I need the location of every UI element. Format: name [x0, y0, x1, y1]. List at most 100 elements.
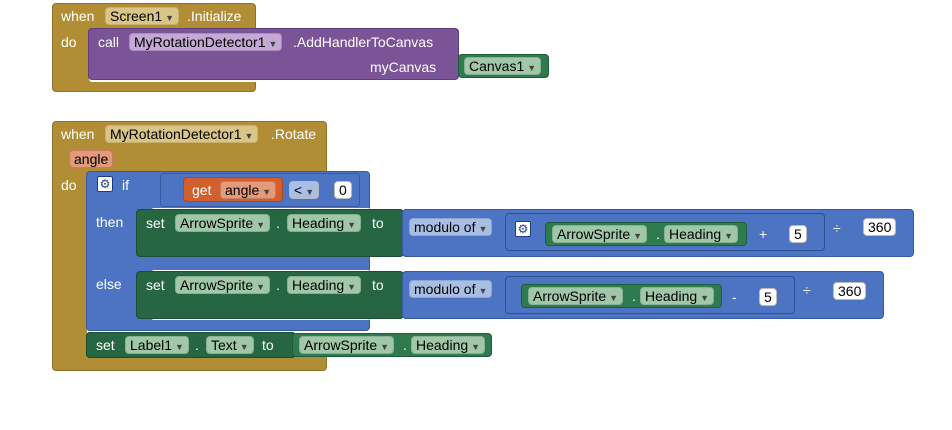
operator-name: modulo of [414, 219, 476, 235]
dropdown-arrow-icon: ▼ [471, 342, 481, 352]
property-name: Text [211, 337, 237, 353]
component-name: Label1 [130, 337, 173, 353]
number-value: 0 [339, 182, 347, 198]
component-name: MyRotationDetector1 [134, 34, 266, 50]
component-name: ArrowSprite [180, 277, 254, 293]
divide-symbol: ÷ [833, 220, 841, 236]
operator-name: modulo of [414, 281, 476, 297]
component-name: ArrowSprite [180, 215, 254, 231]
call-block-add-handler-to-canvas[interactable]: call MyRotationDetector1▼ .AddHandlerToC… [88, 28, 459, 80]
dropdown-arrow-icon: ▼ [175, 342, 184, 352]
component-dropdown-arrowsprite[interactable]: ArrowSprite▼ [552, 225, 648, 243]
component-dropdown-arrowsprite[interactable]: ArrowSprite▼ [528, 287, 624, 305]
set-keyword: set [96, 337, 115, 353]
dropdown-arrow-icon: ▼ [347, 220, 357, 230]
number-zero[interactable]: 0 [334, 181, 352, 199]
property-name: Heading [292, 277, 345, 293]
else-getter-arrowsprite-heading[interactable]: ArrowSprite▼ . Heading▼ [521, 284, 722, 308]
property-name: Heading [645, 288, 698, 304]
component-dropdown-label1[interactable]: Label1▼ [125, 336, 189, 354]
number-5[interactable]: 5 [789, 225, 807, 243]
dropdown-arrow-icon: ▼ [347, 282, 357, 292]
component-dropdown-arrowsprite[interactable]: ArrowSprite▼ [175, 214, 271, 232]
dot-separator: . [632, 288, 636, 304]
component-dropdown-arrowsprite[interactable]: ArrowSprite▼ [175, 276, 271, 294]
get-variable-block[interactable]: get angle▼ [183, 177, 283, 202]
number-360[interactable]: 360 [863, 218, 897, 236]
gear-icon[interactable]: ⚙ [97, 176, 113, 192]
to-keyword: to [262, 337, 274, 353]
dropdown-arrow-icon: ▼ [724, 231, 734, 241]
to-keyword: to [372, 277, 384, 293]
number-360[interactable]: 360 [833, 282, 867, 300]
number-5[interactable]: 5 [759, 288, 777, 306]
dropdown-arrow-icon: ▼ [239, 342, 249, 352]
component-name: Canvas1 [469, 58, 525, 74]
component-dropdown-screen1[interactable]: Screen1▼ [105, 7, 180, 25]
then-keyword: then [96, 214, 124, 230]
dropdown-arrow-icon: ▼ [700, 293, 710, 303]
method-name: .AddHandlerToCanvas [293, 34, 434, 50]
then-getter-arrowsprite-heading[interactable]: ArrowSprite▼ . Heading▼ [545, 222, 747, 246]
gear-icon[interactable]: ⚙ [515, 221, 531, 237]
then-set-heading-block[interactable]: set ArrowSprite▼ . Heading▼ to [136, 209, 404, 257]
property-dropdown-heading[interactable]: Heading▼ [640, 287, 715, 305]
set-keyword: set [146, 215, 165, 231]
dropdown-arrow-icon: ▼ [478, 224, 488, 234]
variable-dropdown-angle[interactable]: angle▼ [220, 181, 277, 199]
component-dropdown-arrowsprite[interactable]: ArrowSprite▼ [299, 336, 395, 354]
number-value: 360 [838, 283, 862, 299]
compare-operator-dropdown[interactable]: <▼ [289, 181, 320, 199]
math-op-dropdown-modulo[interactable]: modulo of▼ [409, 218, 493, 236]
operator: < [294, 182, 303, 198]
dot-separator: . [276, 277, 280, 293]
dropdown-arrow-icon: ▼ [165, 13, 175, 23]
to-keyword: to [372, 215, 384, 231]
do-keyword: do [61, 177, 77, 193]
event-name: .Initialize [187, 8, 242, 24]
component-dropdown-rotation-detector[interactable]: MyRotationDetector1▼ [105, 125, 259, 143]
component-name: ArrowSprite [557, 226, 631, 242]
component-name: ArrowSprite [304, 337, 378, 353]
property-dropdown-text[interactable]: Text▼ [206, 336, 254, 354]
minus-symbol: - [732, 289, 737, 305]
dropdown-arrow-icon: ▼ [256, 282, 266, 292]
number-value: 5 [794, 226, 802, 242]
parameter-angle[interactable]: angle [69, 150, 114, 168]
dot-separator: . [403, 337, 407, 353]
component-block-canvas1[interactable]: Canvas1▼ [458, 54, 549, 78]
dropdown-arrow-icon: ▼ [256, 220, 266, 230]
when-keyword: when [61, 8, 95, 24]
variable-name: angle [225, 182, 260, 198]
argument-label-mycanvas: myCanvas [370, 59, 437, 75]
math-op-dropdown-modulo[interactable]: modulo of▼ [409, 280, 493, 298]
do-keyword: do [61, 34, 77, 50]
else-set-heading-block[interactable]: set ArrowSprite▼ . Heading▼ to [136, 271, 404, 319]
property-name: Heading [416, 337, 469, 353]
set-keyword: set [146, 277, 165, 293]
component-name: MyRotationDetector1 [110, 126, 242, 142]
dot-separator: . [276, 215, 280, 231]
call-keyword: call [98, 34, 120, 50]
property-dropdown-heading[interactable]: Heading▼ [411, 336, 486, 354]
property-dropdown-heading[interactable]: Heading▼ [664, 225, 739, 243]
component-dropdown-rotation-detector[interactable]: MyRotationDetector1▼ [129, 33, 283, 51]
property-name: Heading [669, 226, 722, 242]
get-keyword: get [192, 182, 212, 198]
component-name: Screen1 [110, 8, 163, 24]
parameter-name: angle [74, 151, 109, 167]
dropdown-arrow-icon: ▼ [305, 187, 315, 197]
set-label-text-block[interactable]: set Label1▼ . Text▼ to [86, 332, 296, 358]
number-value: 5 [764, 289, 772, 305]
event-name: .Rotate [271, 126, 317, 142]
property-name: Heading [292, 215, 345, 231]
property-dropdown-heading[interactable]: Heading▼ [287, 214, 362, 232]
dot-separator: . [656, 226, 660, 242]
component-name: ArrowSprite [533, 288, 607, 304]
property-dropdown-heading[interactable]: Heading▼ [287, 276, 362, 294]
dropdown-arrow-icon: ▼ [633, 231, 643, 241]
plus-symbol: + [759, 226, 768, 242]
dropdown-arrow-icon: ▼ [262, 187, 272, 197]
component-dropdown-canvas1[interactable]: Canvas1▼ [464, 57, 542, 75]
getter-arrowsprite-heading[interactable]: ArrowSprite▼ . Heading▼ [292, 333, 492, 357]
